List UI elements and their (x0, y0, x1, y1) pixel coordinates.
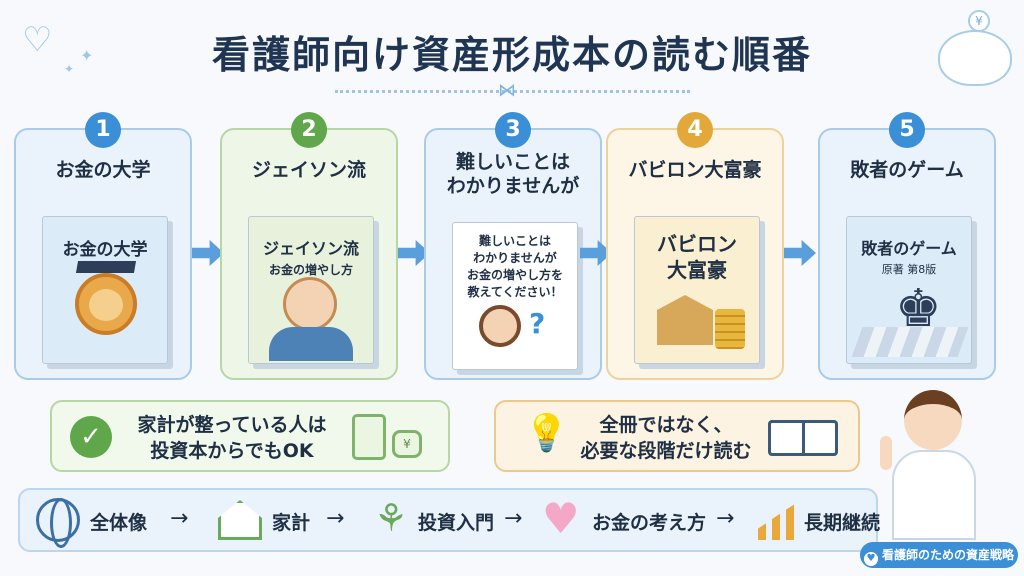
house-icon (218, 500, 262, 540)
lightbulb-icon: 💡 (524, 413, 569, 454)
learning-flow: 全体像 → 家計 → ⚘ 投資入門 → ♥ お金の考え方 → 長期継続 (18, 488, 881, 552)
graduation-cap-icon (75, 261, 137, 273)
book-title: お金の大学 (62, 240, 148, 260)
flow-step: 全体像 (90, 512, 148, 534)
question-mark-icon: ? (529, 307, 546, 340)
book-title-line: わかりませんが (473, 251, 557, 265)
arrow-icon: → (170, 506, 189, 531)
book-title-line: 難しいことは (478, 234, 551, 248)
lion-icon (75, 273, 137, 335)
book-cover: ジェイソン流 お金の増やし方 (248, 216, 374, 364)
book-title: ジェイソン流 (262, 239, 359, 258)
tip-line: 全冊ではなく、 (599, 414, 733, 436)
card-title: 難しいことは わかりませんが (426, 150, 600, 198)
step-number: 2 (291, 112, 327, 148)
tip-household: ✓ 家計が整っている人は 投資本からでもOK ¥ (50, 400, 450, 472)
book-title-line: 教えてください！ (467, 285, 563, 299)
sparkle-icon: ✦ (64, 62, 75, 76)
piggy-bank-icon: ¥ (938, 10, 1012, 86)
book-card-1: 1 お金の大学 お金の大学 (14, 112, 192, 380)
book-cover: お金の大学 (42, 216, 168, 364)
step-number: 3 (495, 112, 531, 148)
coin-stack-icon (715, 309, 745, 349)
arrow-icon: → (504, 506, 523, 531)
card-title: バビロン大富豪 (628, 159, 762, 181)
check-icon: ✓ (70, 416, 112, 458)
card-title: 敗者のゲーム (850, 159, 964, 181)
book-card-2: 2 ジェイソン流 ジェイソン流 お金の増やし方 (220, 112, 398, 380)
card-title: ジェイソン流 (251, 159, 366, 181)
book-card-4: 4 バビロン大富豪 バビロン 大富豪 (606, 112, 784, 380)
tip-line: 投資本からでもOK (150, 440, 314, 462)
book-cover: 敗者のゲーム 原著 第8版 ♚ (846, 216, 972, 364)
heart-cross-icon: ♥ (863, 552, 878, 566)
divider (335, 90, 690, 94)
book-title: 敗者のゲーム (861, 239, 957, 258)
tip-text: 家計が整っている人は 投資本からでもOK (122, 412, 342, 464)
book-subtitle: 原著 第8版 (881, 263, 937, 276)
flow-step: 投資入門 (418, 512, 495, 534)
book-title-line: お金の増やし方を (466, 268, 563, 282)
man-icon (283, 277, 337, 331)
open-book-icon (768, 420, 838, 456)
book-card-3: 3 難しいことは わかりませんが 難しいことは わかりませんが お金の増やし方を… (424, 112, 602, 380)
tip-line: 必要な段階だけ読む (580, 440, 752, 462)
arrow-icon: → (716, 506, 735, 531)
arrow-icon: → (326, 506, 345, 531)
card-title-line: 難しいことは (455, 151, 570, 173)
wallet-icon: ¥ (392, 430, 422, 458)
book-title: バビロン 大富豪 (639, 231, 755, 283)
sprout-icon: ⚘ (374, 496, 409, 540)
yen-coin-icon: ¥ (968, 10, 990, 32)
temple-icon (657, 295, 713, 345)
book-card-5: 5 敗者のゲーム 敗者のゲーム 原著 第8版 ♚ (818, 112, 996, 380)
arrow-right-icon (784, 240, 816, 266)
woman-icon (479, 305, 521, 347)
flow-step: お金の考え方 (592, 512, 707, 534)
card-title: お金の大学 (55, 159, 151, 181)
book-title-line: 大富豪 (667, 258, 727, 282)
book-title: 難しいことは わかりませんが お金の増やし方を 教えてください！ (457, 233, 573, 301)
page-title: 看護師向け資産形成本の読む順番 (211, 33, 812, 77)
nurse-body (892, 450, 976, 540)
flow-step: 長期継続 (804, 512, 881, 534)
growth-chart-icon (758, 502, 798, 540)
nurse-illustration (880, 380, 990, 540)
globe-icon (36, 498, 80, 548)
card-title-line: わかりませんが (446, 175, 580, 197)
step-number: 4 (677, 112, 713, 148)
nurse-head (904, 390, 962, 450)
heart-icon: ♥ (542, 494, 580, 543)
tip-line: 家計が整っている人は (137, 414, 327, 436)
tip-reading: 💡 全冊ではなく、 必要な段階だけ読む (494, 400, 860, 472)
ribbon-icon: ⋈ (498, 80, 516, 101)
step-number: 1 (85, 112, 121, 148)
pointing-finger (880, 436, 892, 470)
chess-king-icon: ♚ (895, 279, 942, 339)
book-title-line: バビロン (657, 232, 737, 256)
shirt-shape (269, 327, 353, 361)
tip-text: 全冊ではなく、 必要な段階だけ読む (566, 412, 766, 464)
book-subtitle: お金の増やし方 (268, 263, 353, 277)
step-number: 5 (889, 112, 925, 148)
sparkle-icon: ✦ (80, 46, 94, 65)
flow-step: 家計 (272, 512, 311, 534)
book-cover: バビロン 大富豪 (634, 216, 760, 364)
brand-badge: ♥看護師のための資産戦略室 (860, 542, 1018, 576)
brand-name: 看護師のための資産戦略室 (881, 548, 1014, 576)
book-cover: 難しいことは わかりませんが お金の増やし方を 教えてください！ ? (452, 222, 578, 370)
heart-icon: ♡ (22, 20, 53, 60)
calculator-icon (352, 414, 386, 460)
